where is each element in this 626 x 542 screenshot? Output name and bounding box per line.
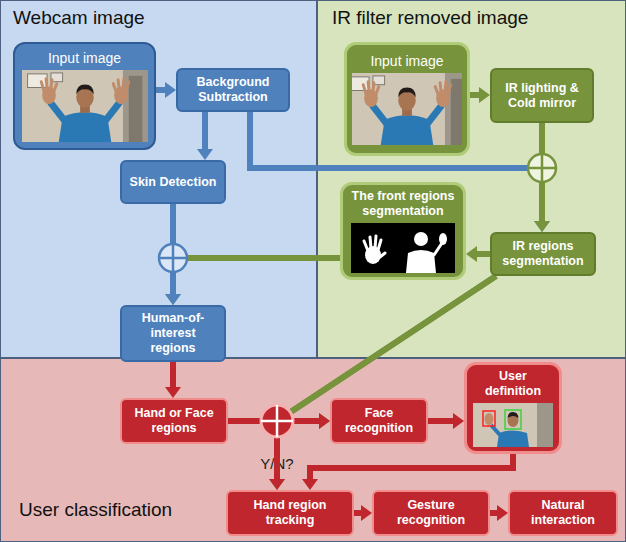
- box-label: IR lighting & Cold mirror: [497, 81, 587, 111]
- flow-arrow: [354, 510, 361, 516]
- box-label: Input image: [352, 53, 462, 70]
- box-label: Background Subtraction: [183, 75, 283, 105]
- region-panel: IR filter removed imageInput image IR lig…: [317, 0, 626, 358]
- flow-arrow: [428, 418, 453, 424]
- flow-arrow: [477, 251, 490, 257]
- panel-title: Webcam image: [13, 7, 145, 29]
- merge-symbol: [159, 244, 187, 272]
- process-box: Human-of-interest regions: [120, 305, 226, 362]
- process-box: Face recognition: [330, 398, 428, 444]
- process-box: IR regions segmentation: [490, 232, 596, 276]
- image-box: Input image: [13, 42, 156, 150]
- box-label: User definition: [472, 369, 554, 399]
- picture-instance: [351, 223, 455, 273]
- panel-title: IR filter removed image: [332, 7, 528, 29]
- box-label: Face recognition: [337, 406, 421, 436]
- flow-arrow: [170, 362, 176, 387]
- flow-arrow: [490, 510, 497, 516]
- picture-instance: [22, 70, 148, 142]
- picture-instance: [352, 73, 462, 145]
- box-label: Hand region tracking: [233, 498, 347, 528]
- box-label: Input image: [20, 50, 149, 67]
- box-label: Human-of-interest regions: [127, 311, 219, 356]
- box-label: IR regions segmentation: [497, 239, 589, 269]
- box-picture: [351, 223, 455, 273]
- box-label: Natural interaction: [515, 498, 611, 528]
- process-box: IR lighting & Cold mirror: [490, 68, 594, 123]
- process-box: Hand region tracking: [226, 490, 354, 536]
- box-label: Skin Detection: [127, 175, 219, 190]
- process-box: Background Subtraction: [176, 68, 290, 112]
- merge-symbol: [528, 154, 556, 182]
- merge-symbol: [261, 405, 293, 437]
- process-box: Gesture recognition: [372, 490, 490, 536]
- image-box: Input image: [344, 42, 470, 156]
- box-picture: [22, 70, 148, 142]
- picture-instance: [473, 403, 553, 447]
- box-picture: [352, 73, 462, 145]
- region-panel: User classification Hand or Face regions F…: [0, 358, 626, 542]
- flow-arrow: [202, 112, 208, 149]
- process-box: Hand or Face regions: [120, 398, 228, 444]
- image-box: The front regions segmentation: [340, 182, 466, 280]
- box-label: Hand or Face regions: [127, 406, 221, 436]
- flow-arrow: [470, 92, 479, 98]
- process-box: Skin Detection: [120, 160, 226, 204]
- panel-title: User classification: [19, 499, 172, 521]
- process-box: Natural interaction: [508, 490, 618, 536]
- image-box: User definition: [464, 362, 562, 454]
- box-label: The front regions segmentation: [348, 189, 458, 219]
- flow-arrow: [156, 87, 165, 93]
- region-panel: Webcam imageInput imageBackground Subtra…: [0, 0, 317, 358]
- box-label: Gesture recognition: [379, 498, 483, 528]
- box-picture: [473, 403, 553, 447]
